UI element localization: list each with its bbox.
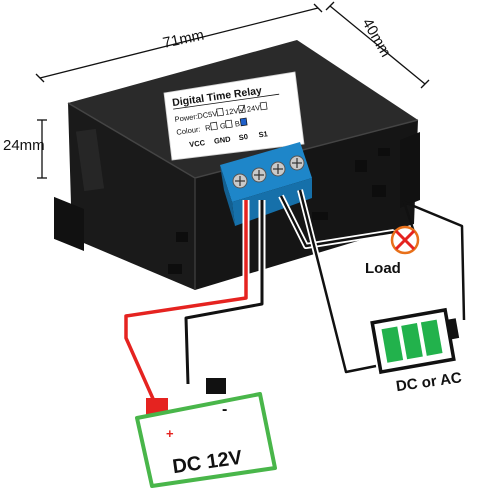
negative-terminal [206, 378, 226, 394]
power-label: Power: [174, 112, 198, 124]
checkbox-icon [216, 107, 224, 117]
vcc-wire [124, 200, 248, 411]
terminal-label-s0: S0 [238, 132, 248, 142]
s1-wire [298, 189, 377, 374]
height-label: 24mm [3, 137, 45, 154]
battery-icon [370, 307, 460, 375]
dimension-height: 24mm [3, 119, 47, 179]
power-option-dc5v: DC5V [197, 109, 218, 121]
power-option-12v: 12V [225, 106, 239, 117]
screw-icon [270, 161, 286, 177]
load: Load [365, 225, 420, 277]
s0-wire [279, 195, 395, 248]
screw-icon [251, 167, 267, 183]
wires [122, 189, 466, 412]
screw-icon [232, 173, 248, 189]
colour-label: Colour: [176, 125, 201, 137]
screw-icon [289, 155, 305, 171]
product-sticker: Digital Time Relay Power: DC5V 12V 24V C… [163, 71, 305, 161]
negative-label: - [222, 401, 227, 418]
terminal-label-s1: S1 [258, 129, 268, 139]
colour-option-b: B [234, 119, 240, 129]
terminal-label-vcc: VCC [189, 138, 207, 149]
terminal-block [220, 142, 312, 226]
battery-label: DC or AC [395, 369, 463, 395]
checked-box-icon [239, 117, 248, 127]
colour-option-r: R [205, 123, 212, 133]
battery: DC or AC [370, 307, 463, 395]
length-label: 71mm [161, 27, 205, 52]
positive-label: + [166, 426, 174, 441]
colour-option-g: G [219, 121, 226, 131]
gnd-wire [184, 200, 264, 385]
lamp-icon [390, 225, 420, 255]
width-label: 40mm [359, 16, 395, 61]
checkbox-icon [224, 119, 233, 129]
terminal-label-gnd: GND [213, 134, 231, 145]
power-option-24v: 24V [246, 103, 260, 114]
load-label: Load [365, 260, 401, 277]
power-supply: + - DC 12V [135, 378, 277, 488]
checkbox-icon [210, 121, 218, 131]
checkbox-icon [259, 101, 268, 111]
checked-box-icon [237, 104, 246, 114]
